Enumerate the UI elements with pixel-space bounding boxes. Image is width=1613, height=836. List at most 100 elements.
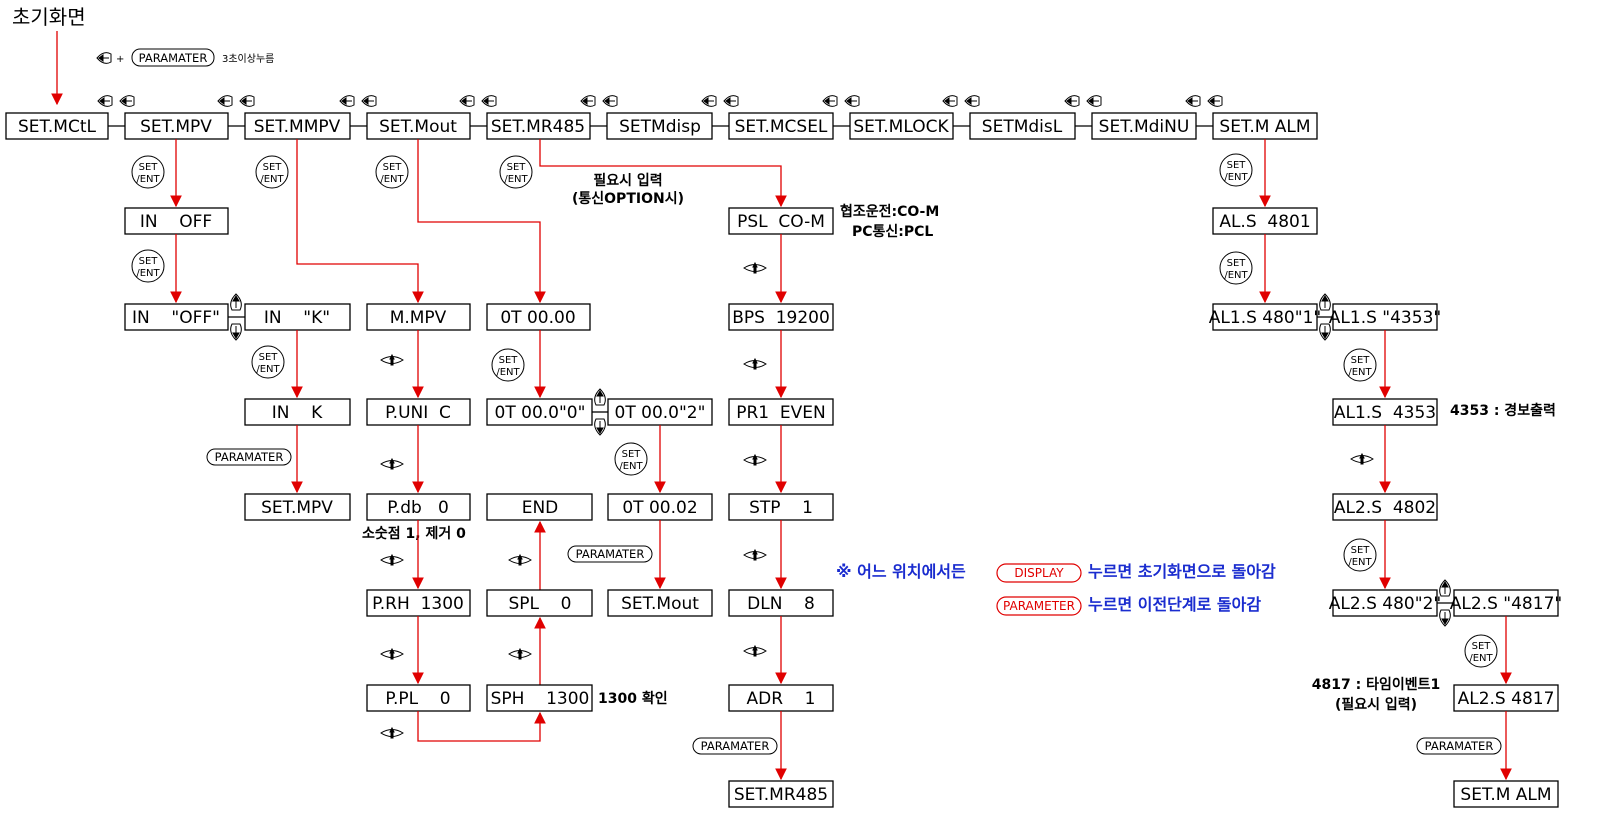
box-mmpv-p-db bbox=[366, 493, 471, 521]
svg-text:/ENT: /ENT bbox=[496, 367, 520, 378]
svg-text:SET: SET bbox=[139, 162, 159, 173]
eye-icon bbox=[743, 358, 767, 370]
box-alm-al2-q2 bbox=[1332, 589, 1438, 617]
label-mr485-psl: PSL CO-M bbox=[737, 212, 825, 232]
label-alm-al2: AL2.S 4802 bbox=[1334, 498, 1436, 518]
box-mout-end bbox=[607, 589, 713, 617]
label-mr485-pr1: PR1 EVEN bbox=[736, 403, 826, 423]
label-set-mpv: SET.MPV bbox=[140, 117, 212, 137]
display-button[interactable] bbox=[996, 563, 1082, 583]
parameter-button[interactable] bbox=[996, 596, 1082, 616]
svg-text:SET: SET bbox=[1351, 545, 1371, 556]
set-ent-button[interactable]: SET/ENT bbox=[255, 155, 289, 189]
paramater-button[interactable] bbox=[1416, 737, 1502, 755]
set-ent-button[interactable]: SET/ENT bbox=[251, 345, 285, 379]
note-mr485-option: (통신OPTION시) bbox=[572, 191, 684, 207]
svg-text:/ENT: /ENT bbox=[1469, 653, 1493, 664]
box-set-mctl bbox=[5, 112, 109, 140]
box-alm-al2 bbox=[1332, 493, 1438, 521]
note-sph-confirm: 1300 확인 bbox=[598, 690, 668, 707]
note-al2-timer: 4817 : 타임이벤트1 bbox=[1312, 676, 1440, 693]
eye-icon bbox=[380, 648, 404, 660]
box-mout-sph bbox=[486, 684, 593, 712]
paramater-button[interactable] bbox=[206, 448, 292, 466]
svg-text:/ENT: /ENT bbox=[256, 364, 280, 375]
set-ent-button[interactable]: SET/ENT bbox=[1343, 538, 1377, 572]
box-alm-al2-q4817 bbox=[1453, 589, 1559, 617]
label-alm-al1-q4353: AL1.S "4353" bbox=[1329, 308, 1441, 328]
svg-text:/ENT: /ENT bbox=[136, 268, 160, 279]
svg-text:SET: SET bbox=[1351, 355, 1371, 366]
box-setmdisp bbox=[606, 112, 713, 140]
label-mpv-in-k-q: IN "K" bbox=[264, 308, 330, 328]
set-ent-button[interactable]: SET/ENT bbox=[1219, 153, 1253, 187]
label-set-m-alm: SET.M ALM bbox=[1219, 117, 1310, 137]
svg-text:SET: SET bbox=[507, 162, 527, 173]
box-set-mpv bbox=[124, 112, 229, 140]
set-ent-button[interactable]: SET/ENT bbox=[375, 155, 409, 189]
svg-text:/ENT: /ENT bbox=[1224, 270, 1248, 281]
svg-text:SET: SET bbox=[499, 355, 519, 366]
set-ent-button[interactable]: SET/ENT bbox=[1343, 348, 1377, 382]
set-ent-button[interactable]: SET/ENT bbox=[614, 442, 648, 476]
label-mout-end: SET.Mout bbox=[621, 594, 699, 614]
paramater-button[interactable] bbox=[567, 545, 653, 563]
label-mout-ot2: 0T 00.02 bbox=[622, 498, 697, 518]
box-mr485-bps bbox=[728, 303, 834, 331]
set-ent-button[interactable]: SET/ENT bbox=[131, 249, 165, 283]
eye-icon bbox=[743, 645, 767, 657]
label-mmpv-m-mpv: M.MPV bbox=[390, 308, 447, 328]
label-mout-end-word: END bbox=[522, 498, 559, 518]
paramater-button[interactable] bbox=[692, 737, 778, 755]
paramater-label: PARAMATER bbox=[215, 450, 284, 464]
label-set-mcsel: SET.MCSEL bbox=[735, 117, 828, 137]
hint-paramater-label: PARAMATER bbox=[139, 51, 208, 65]
label-mr485-end: SET.MR485 bbox=[734, 785, 828, 805]
box-mmpv-p-uni bbox=[366, 398, 471, 426]
svg-text:/ENT: /ENT bbox=[619, 461, 643, 472]
nav-arrow-icons bbox=[97, 95, 1223, 107]
label-alm-end: SET.M ALM bbox=[1460, 785, 1551, 805]
svg-text:/ENT: /ENT bbox=[1348, 557, 1372, 568]
svg-text:/ENT: /ENT bbox=[504, 174, 528, 185]
label-mout-ot-q2: 0T 00.0"2" bbox=[615, 403, 706, 423]
box-set-mdinu bbox=[1091, 112, 1197, 140]
label-mr485-stp: STP 1 bbox=[749, 498, 813, 518]
note-al2-optional: (필요시 입력) bbox=[1335, 696, 1417, 713]
eye-icon bbox=[743, 549, 767, 561]
label-set-mout: SET.Mout bbox=[379, 117, 457, 137]
eye-icon bbox=[508, 554, 532, 566]
eye-icon bbox=[380, 727, 404, 739]
label-mout-ot: 0T 00.00 bbox=[500, 308, 575, 328]
eye-icon bbox=[743, 454, 767, 466]
page-title: 초기화면 bbox=[12, 5, 86, 29]
label-setmdisl: SETMdisL bbox=[982, 117, 1063, 137]
set-ent-button[interactable]: SET/ENT bbox=[491, 348, 525, 382]
label-mmpv-p-rh: P.RH 1300 bbox=[372, 594, 464, 614]
box-mout-ot-q2 bbox=[607, 398, 713, 426]
svg-text:/ENT: /ENT bbox=[1224, 172, 1248, 183]
set-ent-button[interactable]: SET/ENT bbox=[1464, 634, 1498, 668]
paramater-label: PARAMATER bbox=[701, 739, 770, 753]
label-mmpv-p-uni: P.UNI C bbox=[385, 403, 451, 423]
label-mmpv-p-pl: P.PL 0 bbox=[385, 689, 450, 709]
label-alm-al1-q1: AL1.S 480"1" bbox=[1209, 308, 1321, 328]
box-mmpv-p-pl bbox=[366, 684, 471, 712]
set-ent-button[interactable]: SET/ENT bbox=[499, 155, 533, 189]
svg-text:SET: SET bbox=[383, 162, 403, 173]
svg-text:SET: SET bbox=[263, 162, 283, 173]
svg-text:SET: SET bbox=[622, 449, 642, 460]
label-mpv-end: SET.MPV bbox=[261, 498, 333, 518]
label-set-mlock: SET.MLOCK bbox=[853, 117, 949, 137]
label-alm-al2-q2: AL2.S 480"2" bbox=[1329, 594, 1441, 614]
label-mr485-bps: BPS 19200 bbox=[732, 308, 830, 328]
hint-paramater-button[interactable] bbox=[131, 48, 215, 67]
svg-text:/ENT: /ENT bbox=[380, 174, 404, 185]
eye-icon bbox=[380, 554, 404, 566]
svg-text:/ENT: /ENT bbox=[136, 174, 160, 185]
set-ent-button[interactable]: SET/ENT bbox=[1219, 251, 1253, 285]
box-mout-spl bbox=[486, 589, 593, 617]
set-ent-button[interactable]: SET/ENT bbox=[131, 155, 165, 189]
label-mr485-dln: DLN 8 bbox=[747, 594, 815, 614]
note-psl-coop: 협조운전:CO-M bbox=[840, 203, 939, 220]
